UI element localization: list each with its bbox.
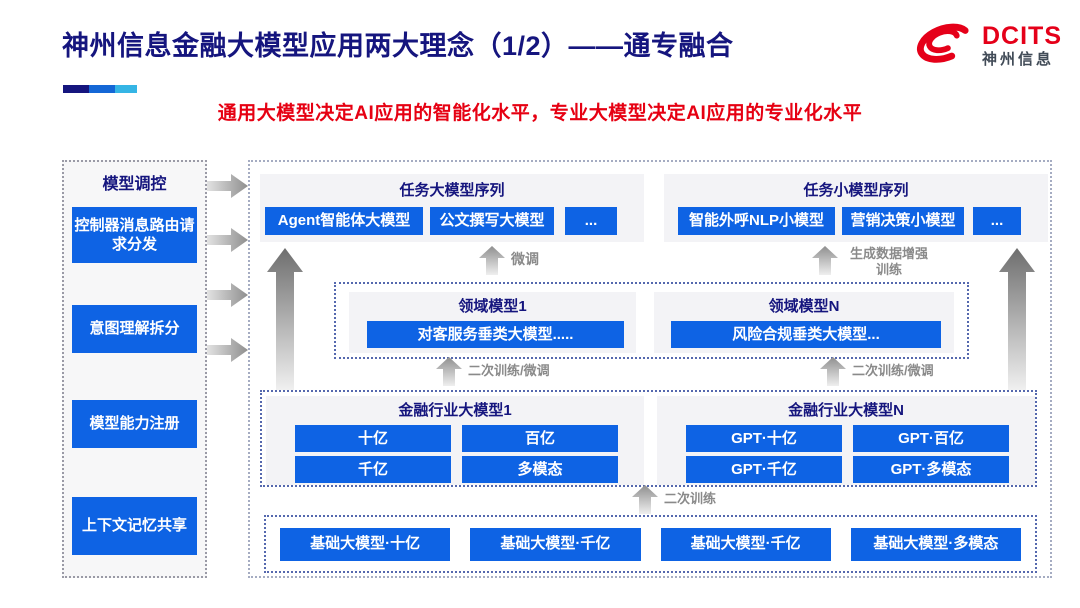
model-agent: Agent智能体大模型: [265, 207, 423, 235]
model-marketing: 营销决策小模型: [842, 207, 964, 235]
model-gpt-multimodal: GPT·多模态: [853, 456, 1009, 483]
industry-model-1-panel: 金融行业大模型1 十亿 百亿 千亿 多模态: [266, 396, 644, 485]
sidebar-title: 模型调控: [102, 176, 167, 193]
sidebar-item-registry: 模型能力注册: [72, 400, 197, 448]
model-risk-compliance: 风险合规垂类大模型...: [671, 321, 941, 348]
task-small-model-panel: 任务小模型序列 智能外呼NLP小模型 营销决策小模型 ...: [664, 174, 1048, 242]
model-gpt-1b: GPT·十亿: [686, 425, 842, 452]
finetune-up-arrow-icon: [479, 246, 505, 275]
task-large-model-panel: 任务大模型序列 Agent智能体大模型 公文撰写大模型 ...: [260, 174, 644, 242]
title-accent-bar: [63, 85, 137, 93]
model-gpt-10b: GPT·百亿: [853, 425, 1009, 452]
model-customer-service: 对客服务垂类大模型.....: [367, 321, 624, 348]
model-control-panel: 模型调控 控制器消息路由请求分发 意图理解拆分 模型能力注册 上下文记忆共享: [62, 160, 207, 578]
dcits-logo: DCITS 神州信息: [914, 20, 1062, 71]
base-models-box: 基础大模型·十亿 基础大模型·千亿 基础大模型·千亿 基础大模型·多模态: [264, 515, 1037, 573]
domain-models-box: 领域模型1 对客服务垂类大模型..... 领域模型N 风险合规垂类大模型...: [334, 282, 969, 359]
augment-up-arrow-icon: [812, 246, 838, 275]
right-arrow-icon: [207, 338, 248, 362]
model-gpt-100b: GPT·千亿: [686, 456, 842, 483]
model-10b: 百亿: [462, 425, 618, 452]
industry-models-box: 金融行业大模型1 十亿 百亿 千亿 多模态 金融行业大模型N GPT·十亿 GP…: [260, 390, 1037, 487]
page-title: 神州信息金融大模型应用两大理念（1/2）——通专融合: [62, 31, 734, 61]
logo-brand-cn: 神州信息: [982, 51, 1055, 69]
model-100b: 千亿: [295, 456, 451, 483]
base-model-1b: 基础大模型·十亿: [280, 527, 451, 561]
sidebar-item-context: 上下文记忆共享: [72, 497, 197, 555]
domain-model-n-title: 领域模型N: [768, 298, 840, 315]
retrain-finetune-left-arrow-icon: [436, 357, 462, 386]
domain-model-n-panel: 领域模型N 风险合规垂类大模型...: [654, 292, 954, 353]
task-large-title: 任务大模型序列: [399, 182, 505, 199]
key-message: 通用大模型决定AI应用的智能化水平，专业大模型决定AI应用的专业化水平: [217, 103, 863, 124]
industry-model-1-title: 金融行业大模型1: [398, 402, 512, 419]
retrain-arrow-icon: [632, 485, 658, 514]
logo-brand-text: DCITS: [982, 22, 1062, 50]
augment-label: 生成数据增强训练: [849, 246, 928, 278]
finetune-label: 微调: [511, 251, 539, 267]
retrain-finetune-right-arrow-icon: [820, 357, 846, 386]
model-doc-writing: 公文撰写大模型: [430, 207, 554, 235]
model-1b: 十亿: [295, 425, 451, 452]
retrain-finetune-right-label: 二次训练/微调: [852, 363, 934, 378]
industry-model-n-panel: 金融行业大模型N GPT·十亿 GPT·百亿 GPT·千亿 GPT·多模态: [657, 396, 1035, 485]
base-model-100b-1: 基础大模型·千亿: [470, 527, 641, 561]
industry-model-n-title: 金融行业大模型N: [788, 402, 904, 419]
tall-up-arrow-left-icon: [267, 248, 303, 390]
domain-model-1-title: 领域模型1: [458, 298, 527, 315]
model-more-large: ...: [565, 207, 617, 235]
model-more-small: ...: [973, 207, 1021, 235]
domain-model-1-panel: 领域模型1 对客服务垂类大模型.....: [349, 292, 636, 353]
retrain-finetune-left-label: 二次训练/微调: [468, 363, 550, 378]
dcits-swirl-icon: [914, 20, 976, 71]
right-arrow-icon: [207, 283, 248, 307]
right-arrow-icon: [207, 228, 248, 252]
base-model-multimodal: 基础大模型·多模态: [850, 527, 1021, 561]
model-outbound-nlp: 智能外呼NLP小模型: [678, 207, 835, 235]
base-model-100b-2: 基础大模型·千亿: [660, 527, 831, 561]
model-multimodal: 多模态: [462, 456, 618, 483]
right-arrow-icon: [207, 174, 248, 198]
architecture-diagram: 任务大模型序列 Agent智能体大模型 公文撰写大模型 ... 任务小模型序列 …: [248, 160, 1052, 578]
retrain-label: 二次训练: [664, 491, 717, 506]
task-small-title: 任务小模型序列: [803, 182, 909, 199]
sidebar-item-intent: 意图理解拆分: [72, 305, 197, 353]
tall-up-arrow-right-icon: [999, 248, 1035, 390]
sidebar-item-router: 控制器消息路由请求分发: [72, 207, 197, 263]
